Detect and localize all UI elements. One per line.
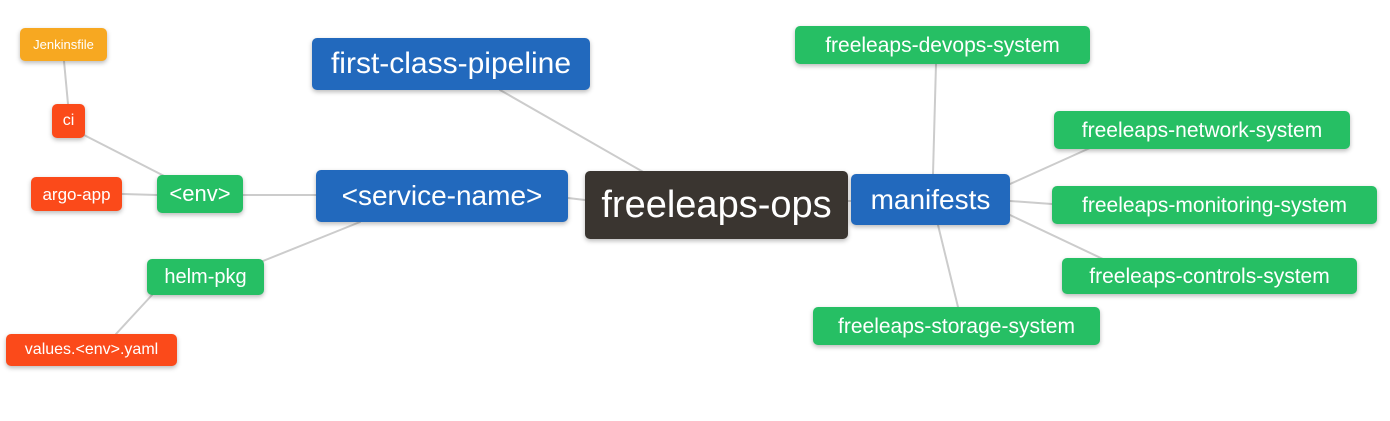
node-service-name[interactable]: <service-name> bbox=[316, 170, 568, 222]
node-freeleaps-network-system[interactable]: freeleaps-network-system bbox=[1054, 111, 1350, 149]
edge-ci-to-env bbox=[81, 133, 173, 181]
edge-manifests-to-freeleaps-monitoring-system bbox=[1009, 200, 1053, 205]
node-manifests[interactable]: manifests bbox=[851, 174, 1010, 225]
edge-manifests-to-freeleaps-devops-system bbox=[932, 63, 937, 175]
edge-service-name-to-freeleaps-ops bbox=[567, 197, 586, 201]
node-ci[interactable]: ci bbox=[52, 104, 85, 138]
node-argo-app[interactable]: argo-app bbox=[31, 177, 122, 211]
node-freeleaps-devops-system[interactable]: freeleaps-devops-system bbox=[795, 26, 1090, 64]
node-freeleaps-ops[interactable]: freeleaps-ops bbox=[585, 171, 848, 239]
edge-jenkinsfile-to-ci bbox=[63, 60, 69, 105]
edge-argo-app-to-env bbox=[121, 193, 158, 196]
edge-manifests-to-freeleaps-controls-system bbox=[1009, 214, 1106, 261]
node-first-class-pipeline[interactable]: first-class-pipeline bbox=[312, 38, 590, 90]
edge-service-name-to-helm-pkg bbox=[257, 221, 361, 264]
node-freeleaps-storage-system[interactable]: freeleaps-storage-system bbox=[813, 307, 1100, 345]
node-jenkinsfile[interactable]: Jenkinsfile bbox=[20, 28, 107, 61]
node-freeleaps-monitoring-system[interactable]: freeleaps-monitoring-system bbox=[1052, 186, 1377, 224]
node-helm-pkg[interactable]: helm-pkg bbox=[147, 259, 264, 295]
node-env[interactable]: <env> bbox=[157, 175, 243, 213]
edge-manifests-to-freeleaps-storage-system bbox=[937, 224, 959, 308]
edge-first-class-pipeline-to-freeleaps-ops bbox=[499, 89, 646, 174]
edge-manifests-to-freeleaps-network-system bbox=[1009, 147, 1091, 185]
node-freeleaps-controls-system[interactable]: freeleaps-controls-system bbox=[1062, 258, 1357, 294]
edge-helm-pkg-to-values-env-yaml bbox=[115, 294, 153, 335]
node-values-env-yaml[interactable]: values.<env>.yaml bbox=[6, 334, 177, 366]
